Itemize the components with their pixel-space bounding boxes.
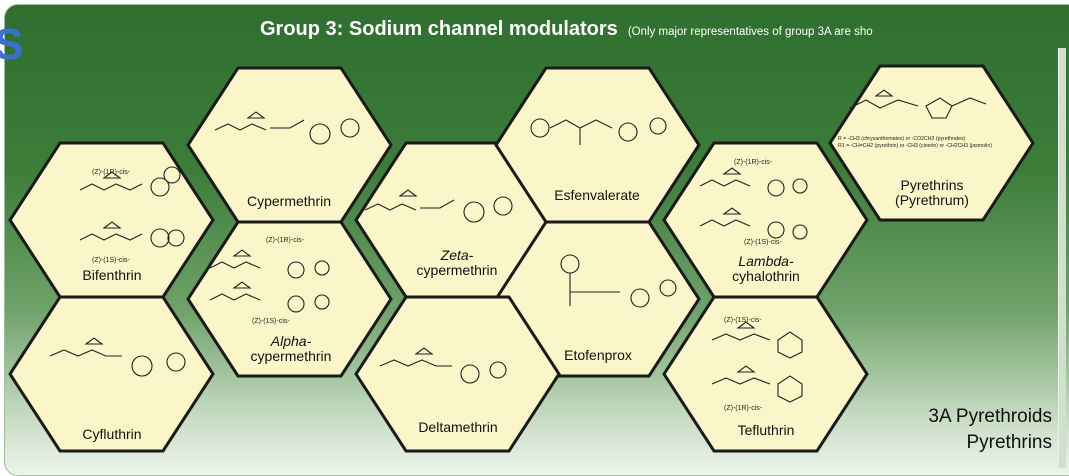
structure-pyrethrins xyxy=(849,89,987,119)
footer-caption: 3A Pyrethroids Pyrethrins xyxy=(862,404,1052,456)
label-lambda-prefix: Lambda- xyxy=(738,253,794,269)
structure-lambda xyxy=(699,167,808,240)
note-lambda-z1s: (Z)-(1S)-cis- xyxy=(744,239,782,246)
structure-bifenthrin xyxy=(79,166,185,248)
label-cypermethrin: Cypermethrin xyxy=(246,193,332,209)
note-tefluthrin-z1r: (Z)-(1R)-cis- xyxy=(724,405,763,412)
note-alpha-z1s: (Z)-(1S)-cis- xyxy=(252,318,290,325)
footer-line-1: 3A Pyrethroids xyxy=(928,406,1052,427)
label-cyfluthrin: Cyfluthrin xyxy=(82,426,142,442)
label-pyrethrins: Pyrethrins (Pyrethrum) xyxy=(878,178,986,208)
label-zeta-cypermethrin: Zeta- cypermethrin xyxy=(400,248,514,278)
note-lambda-z1r: (Z)-(1R)-cis- xyxy=(734,159,773,166)
note-bifenthrin-z1s: (Z)-(1S)-cis- xyxy=(92,257,130,264)
label-alpha-rest: cypermethrin xyxy=(250,348,332,364)
label-alpha-cypermethrin: Alpha- cypermethrin xyxy=(236,334,346,364)
structure-cypermethrin xyxy=(214,111,360,145)
structure-tefluthrin xyxy=(711,321,803,403)
structure-zeta xyxy=(364,189,513,223)
structure-deltamethrin xyxy=(379,347,507,384)
structure-cyfluthrin xyxy=(49,337,186,377)
note-pyrethrins-r1: R1 = -CH=CH2 (pyrethrin) or -CH3 (cineri… xyxy=(838,143,992,149)
label-zeta-prefix: Zeta- xyxy=(440,247,474,263)
corner-title-fragment: S xyxy=(0,20,24,69)
label-lambda-rest: cyhalothrin xyxy=(732,268,800,284)
footer-line-2: Pyrethrins xyxy=(966,432,1052,453)
note-pyrethrins-r: R = -CH3 (chrysanthemates) or -CO2CH3 (p… xyxy=(838,136,966,142)
scroll-bar-strip xyxy=(1058,48,1066,468)
label-tefluthrin: Tefluthrin xyxy=(737,422,795,438)
structure-alpha xyxy=(209,249,330,313)
title-note: (Only major representatives of group 3A … xyxy=(627,26,873,38)
label-lambda-cyhalothrin: Lambda- cyhalothrin xyxy=(712,254,820,284)
label-alpha-prefix: Alpha- xyxy=(270,333,312,349)
label-bifenthrin: Bifenthrin xyxy=(82,267,142,283)
title-main: Group 3: Sodium channel modulators xyxy=(260,18,618,40)
note-bifenthrin-z1r: (Z)-(1R)-cis- xyxy=(92,169,131,176)
structure-esfenvalerate xyxy=(530,117,667,145)
hex-cyfluthrin xyxy=(8,295,215,453)
note-tefluthrin-z1s: (Z)-(1S)-cis- xyxy=(724,317,762,324)
label-zeta-rest: cypermethrin xyxy=(416,262,498,278)
slide-title: Group 3: Sodium channel modulators (Only … xyxy=(260,18,873,41)
label-esfenvalerate: Esfenvalerate xyxy=(554,187,640,203)
label-deltamethrin: Deltamethrin xyxy=(418,419,498,435)
label-etofenprox: Etofenprox xyxy=(564,347,632,363)
hex-tefluthrin xyxy=(662,295,869,453)
label-pyrethrins-line2: (Pyrethrum) xyxy=(895,192,969,208)
label-pyrethrins-line1: Pyrethrins xyxy=(900,177,964,193)
note-alpha-z1r: (Z)-(1R)-cis- xyxy=(266,237,305,244)
hex-pyrethrins xyxy=(828,64,1035,222)
structure-etofenprox xyxy=(560,254,677,308)
hex-deltamethrin xyxy=(354,295,561,453)
